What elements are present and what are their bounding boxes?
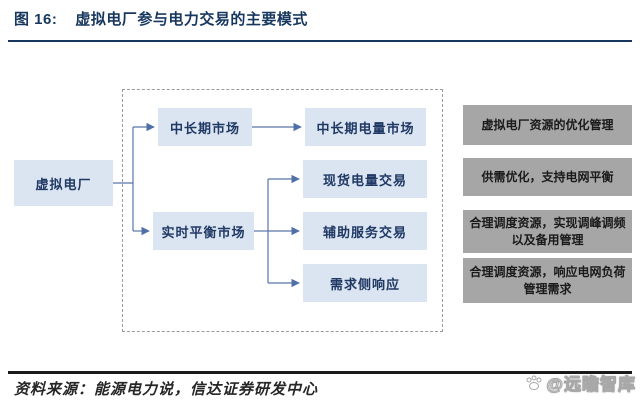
footer-divider <box>8 371 632 374</box>
market-dashed-frame <box>122 89 443 332</box>
watermark-text: @远瞻智库 <box>546 375 636 395</box>
paw-logo-icon <box>526 375 542 390</box>
node-mid-long-term-market: 中长期市场 <box>158 108 252 146</box>
node-virtual-power-plant: 虚拟电厂 <box>14 160 113 206</box>
node-demand-side-response: 需求侧响应 <box>303 264 427 302</box>
node-ancillary-service-trading: 辅助服务交易 <box>303 212 427 250</box>
note-dispatch-peak-frequency: 合理调度资源，实现调峰调频以及备用管理 <box>463 210 632 253</box>
note-resource-optimization: 虚拟电厂资源的优化管理 <box>463 105 632 145</box>
figure-title: 图 16: 虚拟电厂参与电力交易的主要模式 <box>14 8 614 29</box>
note-dispatch-load-management: 合理调度资源，响应电网负荷管理需求 <box>463 258 632 303</box>
title-divider <box>8 40 632 42</box>
source-attribution: 资料来源：能源电力说，信达证券研发中心 <box>14 382 319 398</box>
node-realtime-balance-market: 实时平衡市场 <box>153 212 254 250</box>
note-supply-demand-optimization: 供需优化，支持电网平衡 <box>463 158 632 196</box>
figure-number-label: 图 16: <box>14 11 58 28</box>
watermark: @远瞻智库 <box>524 370 636 395</box>
node-spot-energy-trading: 现货电量交易 <box>303 160 427 198</box>
node-mid-long-term-energy-market: 中长期电量市场 <box>305 108 426 146</box>
figure-title-text: 虚拟电厂参与电力交易的主要模式 <box>75 11 308 28</box>
